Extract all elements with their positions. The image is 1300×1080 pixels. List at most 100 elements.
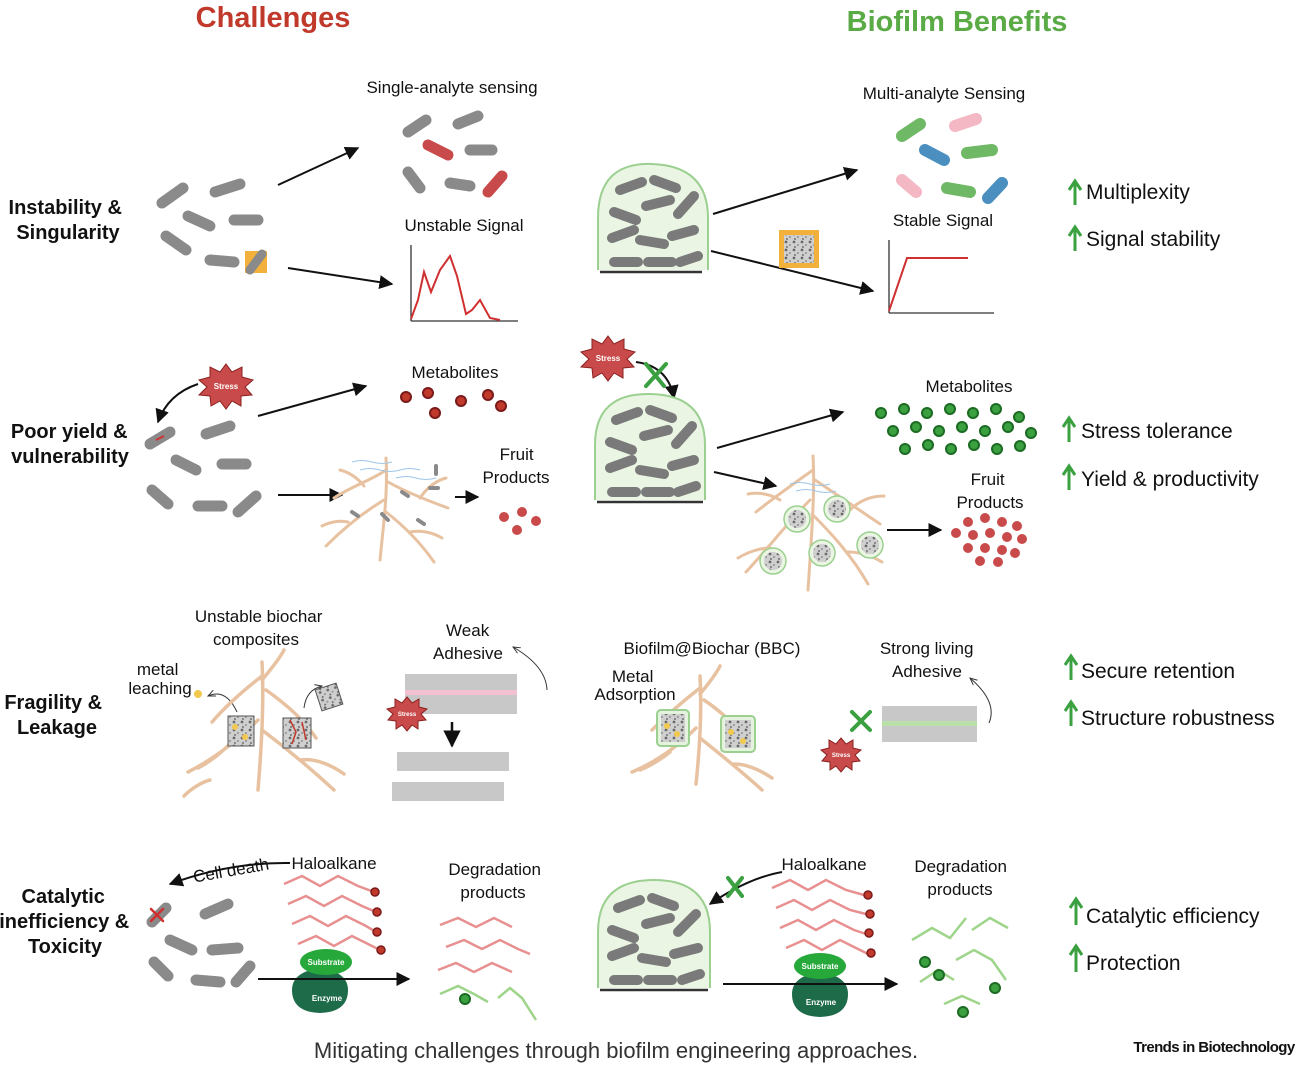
halogen-dots-benefit: [863, 890, 876, 958]
block-x-icon: [850, 710, 872, 732]
label-stable-signal: Stable Signal: [893, 211, 993, 230]
benefit-list-row2: Stress tolerance Yield & productivity: [1061, 415, 1259, 491]
strong-adhesive-layers: [882, 706, 977, 742]
row-catalytic: Catalytic inefficiency & Toxicity Cell d…: [0, 854, 1260, 1021]
label-cell-death: Cell death: [192, 855, 271, 887]
figure-caption: Mitigating challenges through biofilm en…: [314, 1038, 918, 1063]
root-attached-cells: [350, 464, 440, 526]
haloalkane-chains-benefit: [771, 878, 869, 956]
multi-analyte-cells: [896, 113, 1008, 204]
plant-roots-biofilm: [736, 454, 886, 592]
halogen-dots: [370, 887, 386, 955]
up-arrow-icon: [1061, 463, 1077, 490]
arrow: [155, 383, 199, 424]
arrow: [635, 361, 679, 400]
metabolite-dots-many: [875, 403, 1037, 455]
up-arrow-icon: [1063, 699, 1079, 726]
label-metal-leaching: metal leaching: [128, 660, 191, 698]
label-haloalkane-challenge: Haloalkane: [291, 854, 376, 873]
benefit-structure-robustness: Structure robustness: [1081, 707, 1275, 730]
svg-text:Stress: Stress: [832, 753, 851, 759]
arrow: [710, 250, 875, 295]
benefit-catalytic-efficiency: Catalytic efficiency: [1086, 905, 1260, 928]
cell-death-x-icon: [149, 907, 165, 923]
benefit-list-row4: Catalytic efficiency Protection: [1068, 896, 1260, 975]
arrow: [712, 166, 859, 215]
stress-badge-small-biofilm: Stress: [819, 737, 863, 773]
label-unstable-signal: Unstable Signal: [404, 216, 523, 235]
weak-adhesive-layers: [405, 674, 517, 714]
label-biofilm-biochar: Biofilm@Biochar (BBC): [624, 639, 801, 658]
row-poor-yield: Poor yield & vulnerability Stress Metabo…: [11, 335, 1259, 592]
row-label-fragility: Fragility & Leakage: [4, 692, 107, 739]
plant-roots-challenge: [320, 456, 450, 564]
up-arrow-icon: [1068, 896, 1084, 925]
benefit-list-row3: Secure retention Structure robustness: [1063, 653, 1275, 730]
row-label-instability: Instability & Singularity: [9, 197, 128, 244]
fruit-dots-few: [499, 507, 541, 535]
bbc-composites: [656, 709, 756, 753]
up-arrow-icon: [1061, 415, 1077, 442]
svg-text:Substrate: Substrate: [308, 958, 345, 967]
degradation-products-challenge: [437, 916, 538, 1021]
plant-roots-biochar: [182, 648, 346, 798]
svg-text:Stress: Stress: [398, 712, 417, 718]
arrow: [277, 146, 360, 186]
benefit-stress-tolerance: Stress tolerance: [1081, 420, 1233, 443]
label-single-analyte-sensing: Single-analyte sensing: [366, 78, 537, 97]
toxic-cells: [146, 898, 256, 988]
biochar-composites: [227, 682, 344, 749]
row-label-poor-yield: Poor yield & vulnerability: [11, 421, 133, 468]
unstable-signal-plot: [410, 245, 518, 322]
up-arrow-icon: [1063, 653, 1079, 680]
stress-badge-biofilm: Stress: [579, 335, 637, 382]
haloalkane-chains: [283, 874, 381, 952]
arrow: [168, 861, 291, 887]
label-fruit-products-challenge: Fruit Products: [482, 445, 549, 487]
label-degradation-challenge: Degradation products: [448, 860, 545, 902]
label-fruit-products-benefit: Fruit Products: [956, 470, 1023, 512]
row-instability: Instability & Singularity Single-analyte…: [9, 78, 1221, 322]
label-unstable-biochar: Unstable biochar composites: [195, 607, 327, 649]
degradation-dot: [459, 993, 471, 1005]
benefit-multiplexity: Multiplexity: [1086, 181, 1190, 204]
up-arrow-icon: [1067, 224, 1083, 251]
svg-text:Stress: Stress: [214, 382, 239, 391]
benefit-secure-retention: Secure retention: [1081, 660, 1235, 683]
label-metabolites-challenge: Metabolites: [412, 363, 499, 382]
separated-layer-bottom: [392, 782, 504, 801]
label-weak-adhesive: Weak Adhesive: [433, 621, 503, 663]
benefit-signal-stability: Signal stability: [1086, 228, 1221, 251]
arrow: [287, 267, 394, 290]
block-x-icon: [644, 362, 668, 388]
row-label-catalytic: Catalytic inefficiency & Toxicity: [0, 886, 135, 958]
journal-brand: Trends in Biotechnology: [1133, 1039, 1295, 1056]
up-arrow-icon: [1068, 943, 1084, 972]
label-metabolites-benefit: Metabolites: [926, 377, 1013, 396]
label-degradation-benefit: Degradation products: [914, 857, 1011, 899]
up-arrow-icon: [1067, 178, 1083, 205]
arrow: [257, 382, 368, 417]
separated-layer-top: [397, 752, 509, 771]
planktonic-cells: [156, 178, 264, 268]
svg-text:Enzyme: Enzyme: [806, 998, 837, 1007]
arrow: [708, 871, 783, 905]
challenges-header: Challenges: [196, 2, 351, 34]
single-analyte-cells: [402, 110, 508, 198]
biofilm-benefits-header: Biofilm Benefits: [847, 6, 1068, 38]
root-biofilm-clusters: [759, 495, 884, 575]
benefit-protection: Protection: [1086, 952, 1181, 975]
degradation-dots-benefit: [919, 956, 1001, 1018]
arrow: [716, 408, 845, 449]
water-lines: [789, 482, 837, 493]
row-fragility: Fragility & Leakage Unstable biochar com…: [4, 607, 1275, 801]
svg-text:Substrate: Substrate: [802, 962, 839, 971]
benefit-yield-productivity: Yield & productivity: [1081, 468, 1259, 491]
stress-badge: Stress: [197, 363, 255, 410]
arrow: [713, 471, 778, 491]
label-metal-adsorption: Metal Adsorption: [594, 667, 675, 704]
stress-badge-small: Stress: [385, 696, 429, 732]
vulnerable-cells: [144, 420, 262, 518]
enzyme-substrate-challenge: Substrate Enzyme: [292, 949, 352, 1013]
